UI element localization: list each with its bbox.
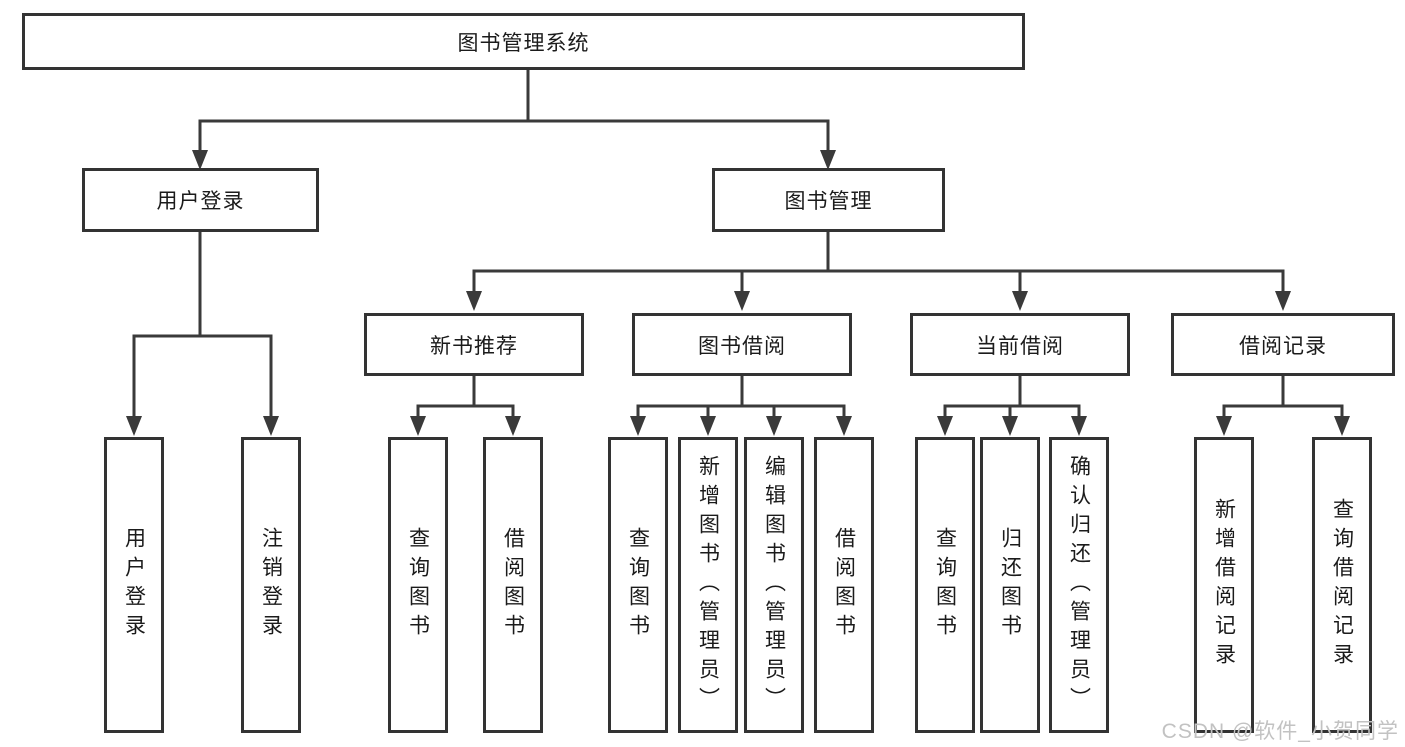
leaf-borrow-books-borrowing: 借阅图书: [814, 437, 874, 733]
leaf-return-books-label: 归还图书: [998, 527, 1022, 643]
leaf-borrow-books-borrowing-label: 借阅图书: [832, 527, 856, 643]
node-borrowing-records-label: 借阅记录: [1239, 334, 1327, 358]
leaf-add-books-admin-label: 新增图书（管理员）: [696, 454, 720, 716]
node-book-borrowing: 图书借阅: [632, 313, 852, 376]
node-user-login-label: 用户登录: [156, 190, 245, 213]
node-user-login: 用户登录: [82, 168, 319, 232]
leaf-query-books-recommend: 查询图书: [388, 437, 448, 733]
leaf-query-borrow-record-label: 查询借阅记录: [1330, 498, 1354, 672]
leaf-logout-login-label: 注销登录: [259, 527, 283, 643]
node-new-book-recommend-label: 新书推荐: [430, 334, 518, 358]
leaf-borrow-books-recommend: 借阅图书: [483, 437, 543, 733]
node-root-label: 图书管理系统: [457, 31, 590, 55]
node-book-management: 图书管理: [712, 168, 945, 232]
node-book-management-label: 图书管理: [784, 190, 873, 213]
node-root-system: 图书管理系统: [22, 13, 1025, 70]
node-current-borrowing-label: 当前借阅: [976, 334, 1064, 358]
leaf-query-borrow-record: 查询借阅记录: [1312, 437, 1372, 733]
leaf-add-borrow-record-label: 新增借阅记录: [1212, 498, 1236, 672]
leaf-add-borrow-record: 新增借阅记录: [1194, 437, 1254, 733]
leaf-confirm-return-admin: 确认归还（管理员）: [1049, 437, 1109, 733]
node-new-book-recommend: 新书推荐: [364, 313, 584, 376]
leaf-user-login: 用户登录: [104, 437, 164, 733]
leaf-return-books: 归还图书: [980, 437, 1040, 733]
node-current-borrowing: 当前借阅: [910, 313, 1130, 376]
leaf-query-books-borrowing: 查询图书: [608, 437, 668, 733]
leaf-edit-books-admin: 编辑图书（管理员）: [744, 437, 804, 733]
node-borrowing-records: 借阅记录: [1171, 313, 1395, 376]
leaf-edit-books-admin-label: 编辑图书（管理员）: [762, 454, 786, 716]
leaf-add-books-admin: 新增图书（管理员）: [678, 437, 738, 733]
leaf-query-books-current: 查询图书: [915, 437, 975, 733]
leaf-logout-login: 注销登录: [241, 437, 301, 733]
node-book-borrowing-label: 图书借阅: [698, 334, 786, 358]
leaf-query-books-recommend-label: 查询图书: [406, 527, 430, 643]
leaf-confirm-return-admin-label: 确认归还（管理员）: [1067, 454, 1091, 716]
leaf-query-books-borrowing-label: 查询图书: [626, 527, 650, 643]
csdn-watermark: CSDN @软件_小贺同学: [1161, 720, 1399, 743]
leaf-user-login-label: 用户登录: [122, 527, 146, 643]
leaf-query-books-current-label: 查询图书: [933, 527, 957, 643]
leaf-borrow-books-recommend-label: 借阅图书: [501, 527, 525, 643]
